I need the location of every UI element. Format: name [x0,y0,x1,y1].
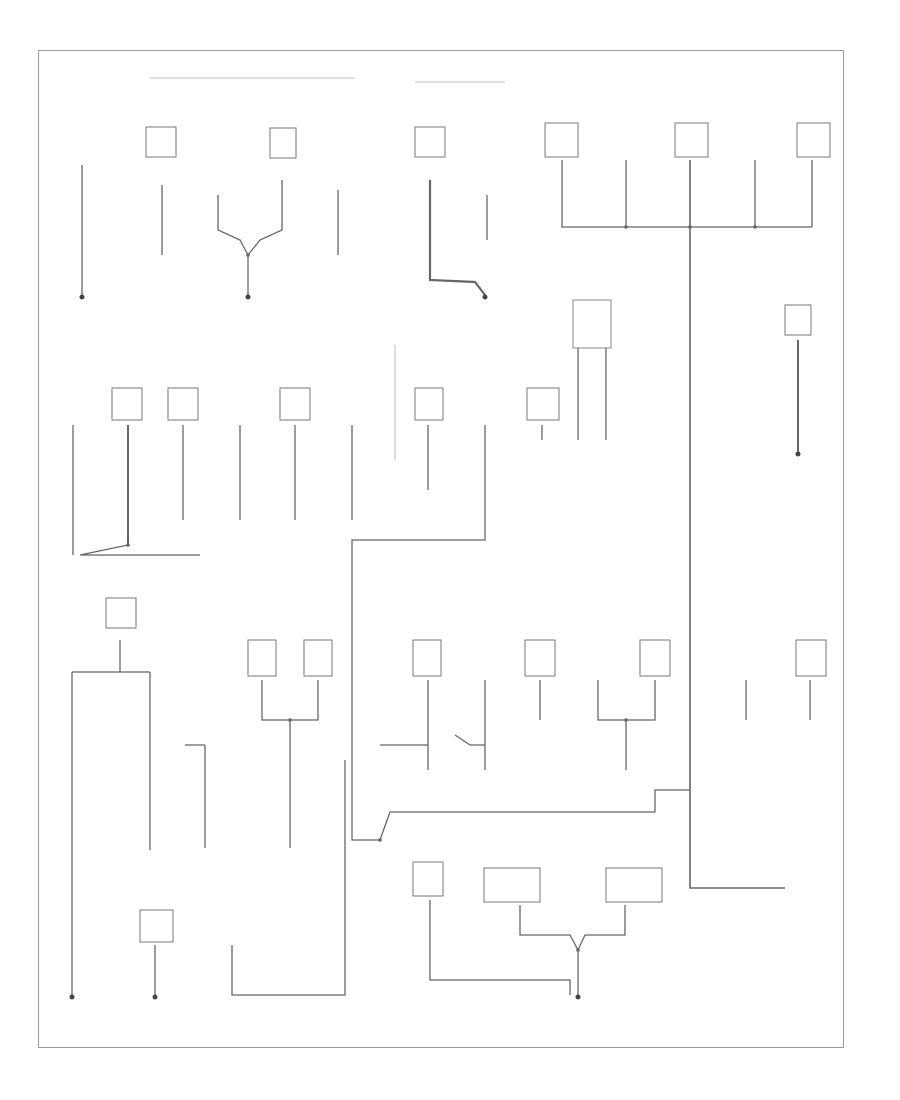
splices [126,225,757,952]
wires [71,77,813,996]
diagram-frame [38,50,844,1048]
ground-symbols [69,294,801,1000]
components [105,122,831,943]
